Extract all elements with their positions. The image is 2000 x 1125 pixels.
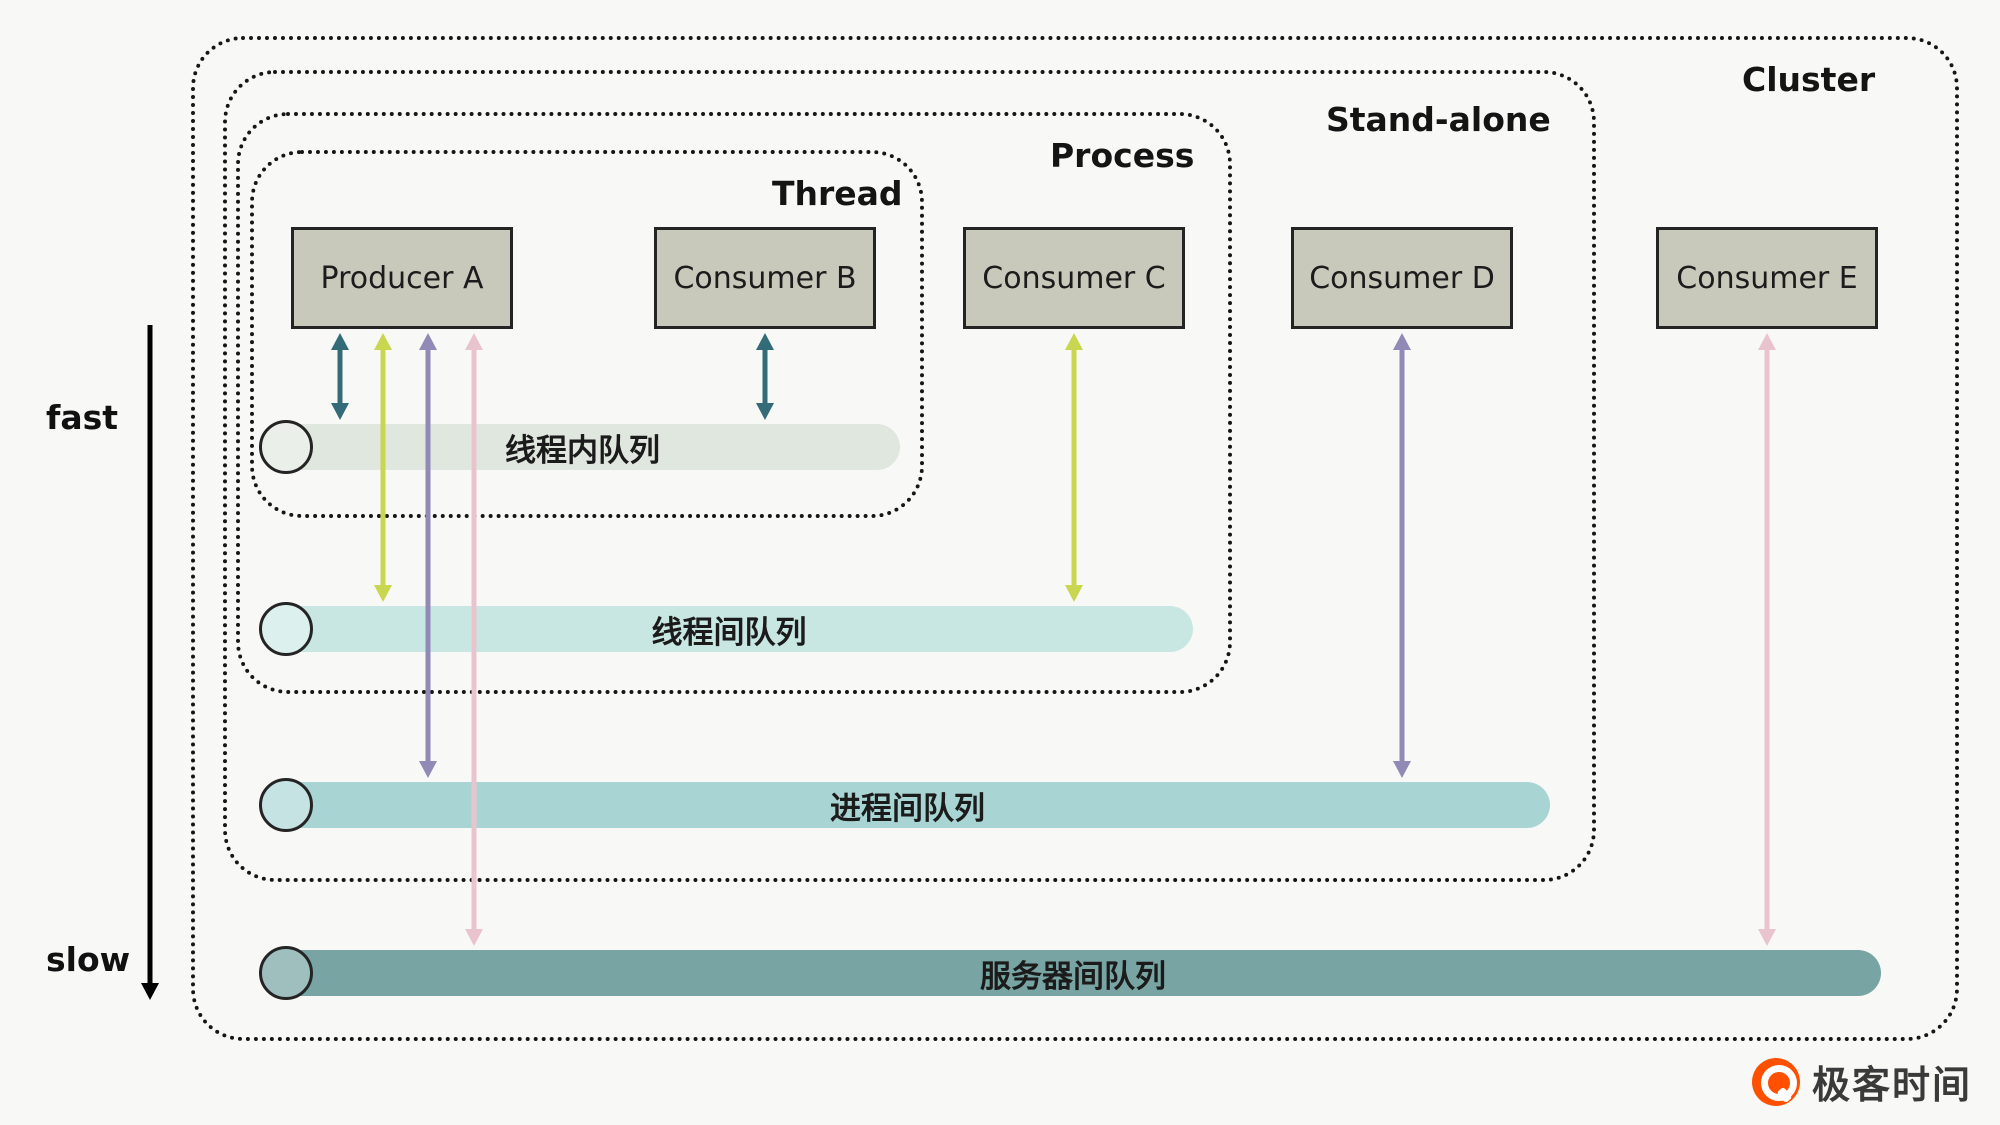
brand-logo: 极客时间 — [1752, 1054, 1972, 1109]
queue-label: 服务器间队列 — [980, 958, 1166, 995]
group-label-process: Process — [1050, 136, 1195, 175]
group-thread — [250, 150, 924, 518]
fast-slow-axis-arrow — [141, 325, 159, 1000]
node-consumer-d: Consumer D — [1291, 227, 1513, 329]
queue-inter-process: 进程间队列 — [259, 778, 1550, 832]
queue-inter-server: 服务器间队列 — [259, 946, 1881, 1000]
fast-label: fast — [46, 398, 119, 437]
queue-label: 线程间队列 — [651, 614, 807, 651]
group-label-thread: Thread — [772, 174, 903, 213]
queue-endpoint-dot — [259, 602, 313, 656]
geektime-logo-icon — [1752, 1057, 1800, 1106]
queue-in-thread: 线程内队列 — [259, 420, 900, 474]
queue-label: 进程间队列 — [830, 790, 985, 827]
group-label-standalone: Stand-alone — [1326, 100, 1551, 139]
node-label: Consumer D — [1309, 260, 1495, 296]
node-label: Consumer C — [982, 260, 1166, 296]
queue-label: 线程内队列 — [505, 432, 660, 469]
node-producer-a: Producer A — [291, 227, 513, 329]
node-consumer-c: Consumer C — [963, 227, 1185, 329]
group-cluster — [191, 36, 1959, 1041]
group-label-cluster: Cluster — [1742, 60, 1876, 99]
node-label: Consumer E — [1676, 260, 1858, 296]
queue-endpoint-dot — [259, 420, 313, 474]
brand-logo-text: 极客时间 — [1812, 1063, 1973, 1107]
node-label: Producer A — [320, 260, 484, 296]
queue-endpoint-dot — [259, 778, 313, 832]
node-consumer-b: Consumer B — [654, 227, 876, 329]
queue-inter-thread: 线程间队列 — [259, 602, 1193, 656]
group-standalone — [223, 70, 1596, 882]
node-label: Consumer B — [673, 260, 857, 296]
slow-label: slow — [46, 940, 131, 979]
queue-endpoint-dot — [259, 946, 313, 1000]
node-consumer-e: Consumer E — [1656, 227, 1878, 329]
group-process — [236, 112, 1232, 694]
